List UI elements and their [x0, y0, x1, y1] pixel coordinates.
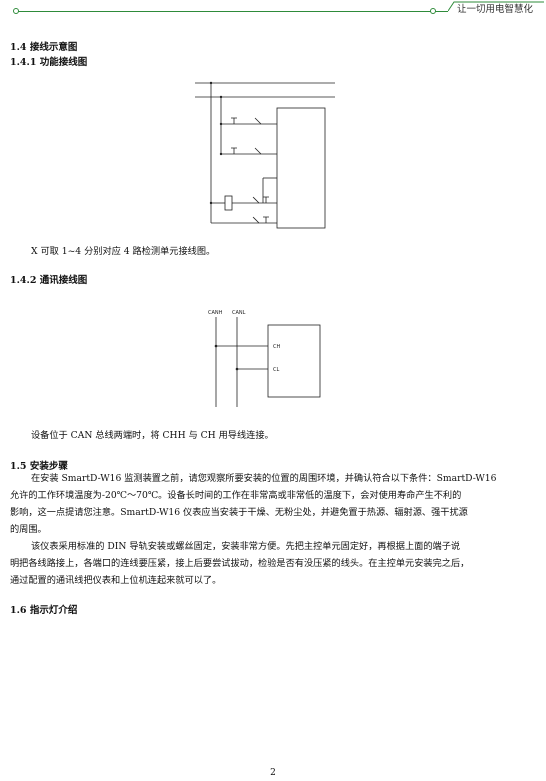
install-paragraph-2-line-1: 该仪表采用标准的 DIN 导轨安装或螺丝固定，安装非常方便。先把主控单元固定好，… — [31, 541, 461, 552]
page-number: 2 — [270, 768, 276, 778]
label-canl: CANL — [232, 310, 246, 316]
header-rule-right-dot — [430, 8, 436, 14]
header-rule — [18, 11, 448, 12]
section-heading-1-4: 1.4 接线示意图 — [10, 42, 78, 53]
install-paragraph-1-line-3: 影响，这一点提请您注意。SmartD-W16 仪表应当安装于干燥、无粉尘处，并避… — [10, 507, 468, 518]
label-cl: CL — [273, 367, 279, 373]
install-paragraph-2-line-3: 通过配置的通讯线把仪表和上位机连起来就可以了。 — [10, 575, 222, 586]
section-heading-1-4-1: 1.4.1 功能接线图 — [10, 57, 88, 68]
install-paragraph-1-line-4: 的周围。 — [10, 524, 47, 535]
header-tab-shape — [448, 1, 544, 12]
install-paragraph-2-line-2: 明把各线路接上，各端口的连线要压紧，接上后要尝试拔动，检验是否有没压紧的线头。在… — [10, 558, 470, 569]
header-title: 让一切用电智慧化 — [457, 4, 534, 15]
section-heading-1-5: 1.5 安装步骤 — [10, 461, 68, 472]
communication-wiring-diagram: CANH CANL CH CL — [208, 310, 321, 407]
install-paragraph-1-line-2: 允许的工作环境温度为-20℃～70℃。设备长时间的工作在非常高或非常低的温度下，… — [10, 490, 462, 501]
function-wiring-caption: X 可取 1~4 分别对应 4 路检测单元接线图。 — [31, 246, 216, 257]
function-wiring-diagram — [195, 81, 335, 229]
header-rule-left-dot — [13, 8, 19, 14]
label-ch: CH — [273, 344, 280, 350]
communication-wiring-caption: 设备位于 CAN 总线两端时，将 CHH 与 CH 用导线连接。 — [31, 430, 274, 441]
label-canh: CANH — [208, 310, 223, 316]
section-heading-1-6: 1.6 指示灯介绍 — [10, 605, 78, 616]
section-heading-1-4-2: 1.4.2 通讯接线图 — [10, 275, 88, 286]
install-paragraph-1-line-1: 在安装 SmartD-W16 监测装置之前，请您观察所要安装的位置的周围环境，并… — [31, 473, 497, 484]
